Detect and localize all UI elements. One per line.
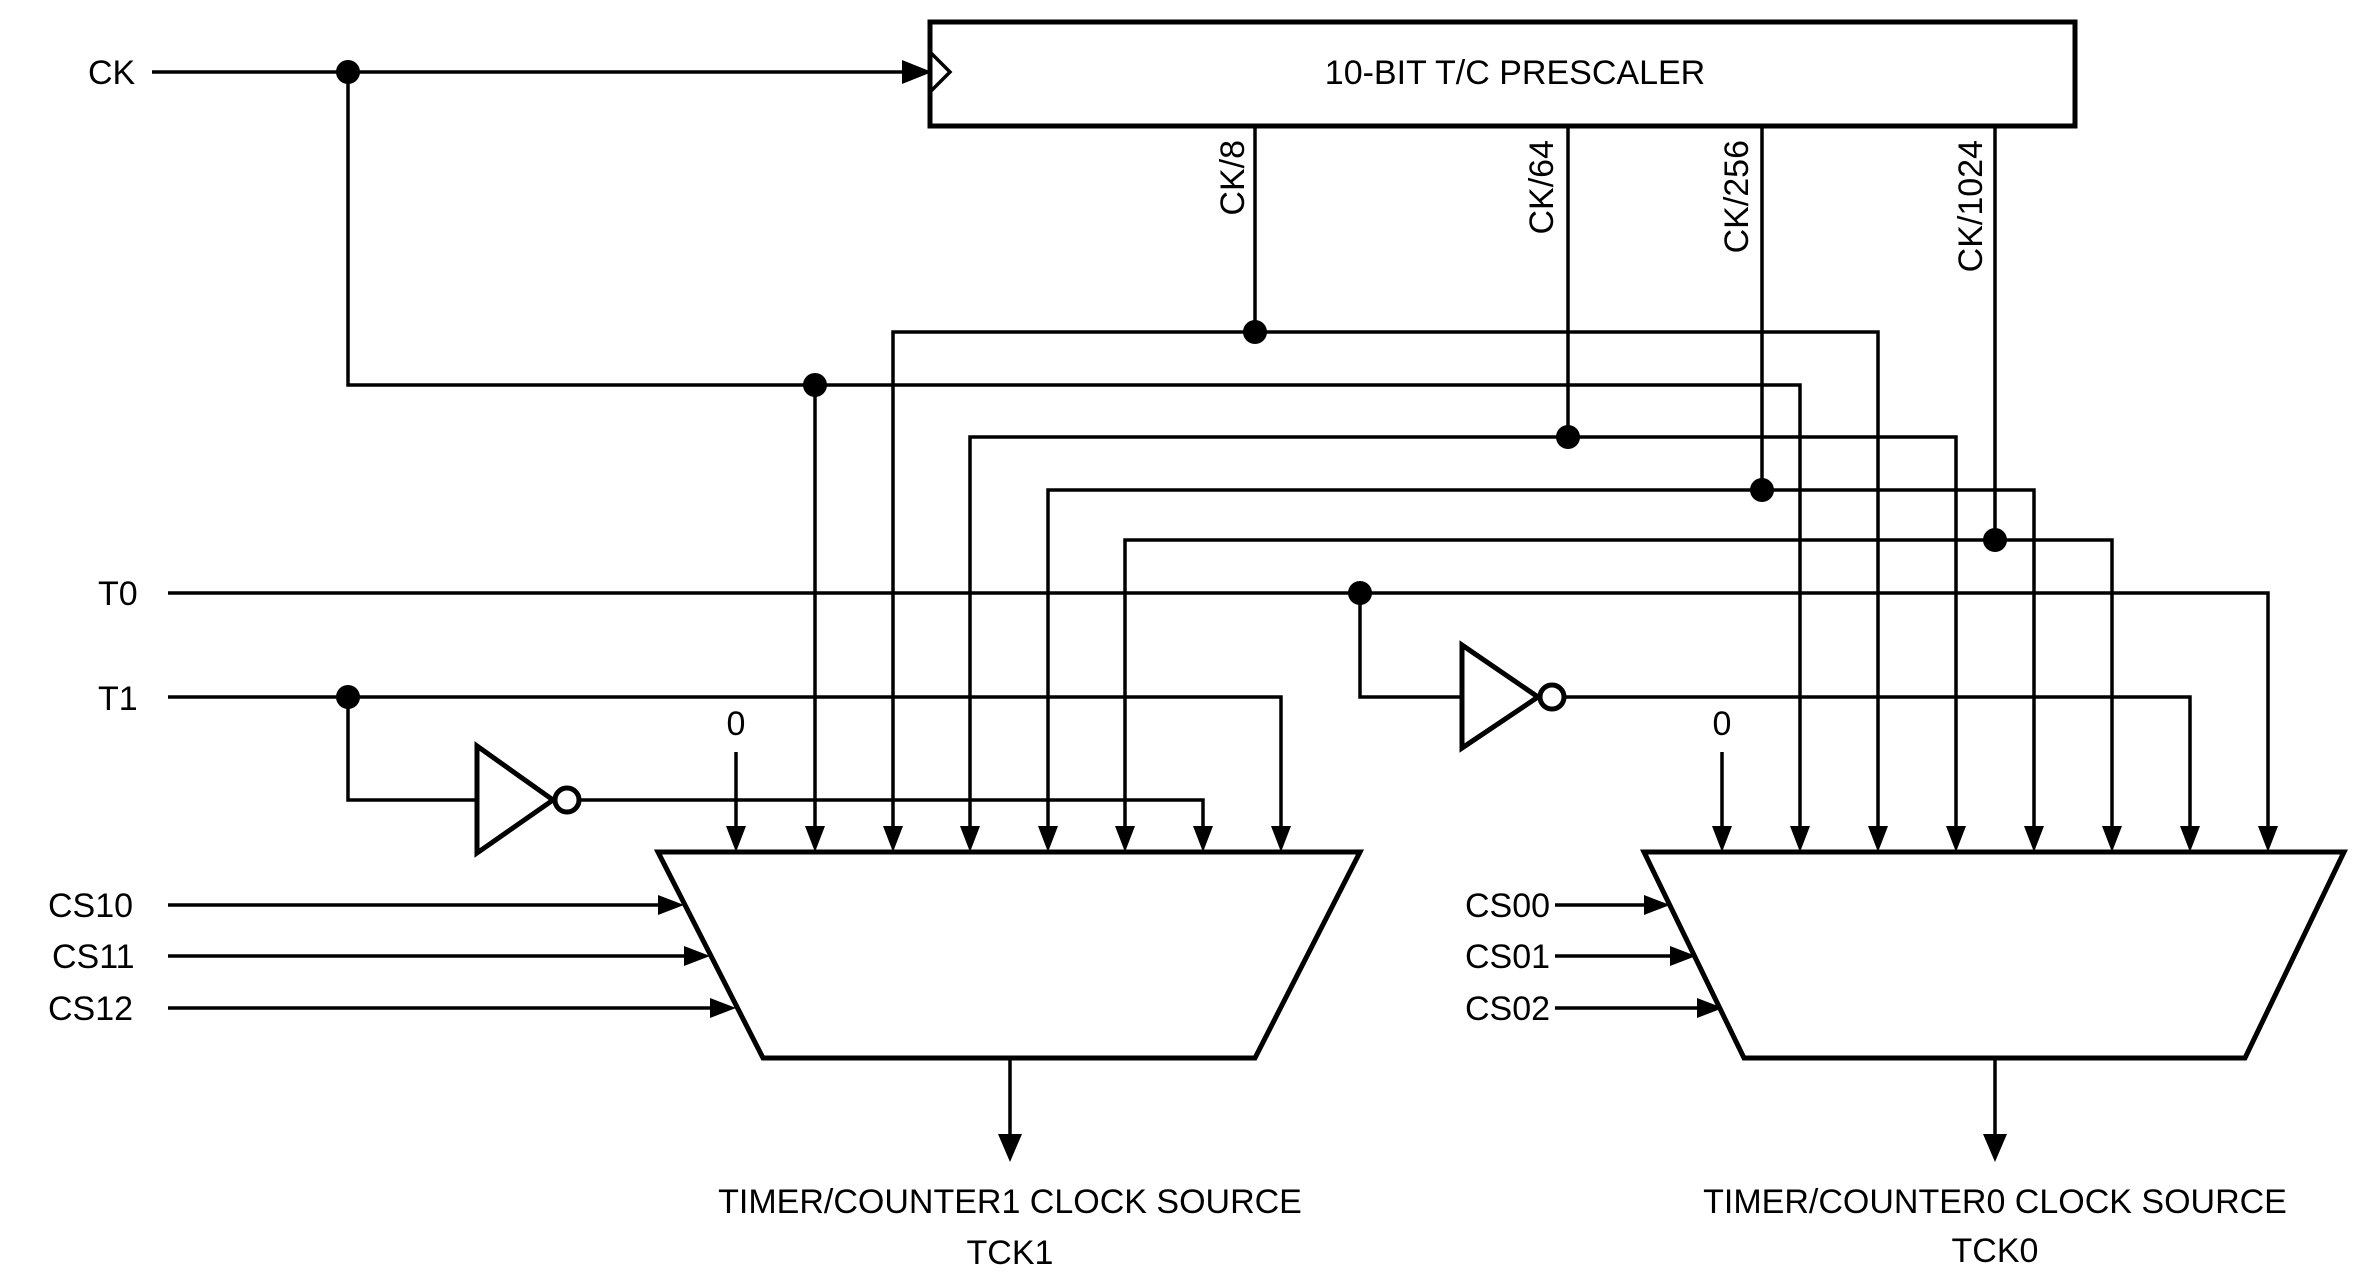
t0-net [168,581,2270,838]
select-label-cs00: CS00 [1465,887,1550,925]
t0-inverter [1459,640,1543,753]
ck1024-net [1123,126,2114,838]
ck8-net [891,126,1880,838]
timer0-output-name: TCK0 [1952,1232,2039,1270]
ck64-net [968,126,1958,838]
signal-label-t0: T0 [98,575,138,613]
tap-label-ck1024: CK/1024 [1952,140,1990,272]
mux0-output [1983,1058,2007,1162]
select-label-cs11: CS11 [52,938,135,976]
select-label-cs01: CS01 [1465,938,1550,976]
mux0-input-arrows [1712,826,2278,852]
tap-label-ck8: CK/8 [1214,140,1252,216]
mux1-select-wires [168,895,736,1018]
mux1-output [998,1058,1022,1162]
ck-wires [152,60,1802,838]
timer0-clock-mux [1640,849,2348,1061]
mux1-input-arrows [726,826,1291,852]
timer0-output-label: TIMER/COUNTER0 CLOCK SOURCE [1703,1183,2287,1221]
mux0-select-wires [1555,895,1723,1018]
t1-net [168,685,1283,858]
signal-label-ck: CK [88,54,136,92]
mux1-zero-label: 0 [727,705,746,743]
timer1-output-name: TCK1 [967,1234,1054,1272]
prescaler-block: 10-BIT T/C PRESCALER [927,19,2078,129]
mux0-zero-label: 0 [1713,705,1732,743]
select-label-cs12: CS12 [48,990,133,1028]
tap-label-ck64: CK/64 [1523,140,1561,235]
prescaler-label: 10-BIT T/C PRESCALER [1325,54,1705,92]
timer1-clock-mux [653,849,1365,1061]
t1-inverter [474,741,558,858]
select-label-cs10: CS10 [48,887,133,925]
tap-label-ck256: CK/256 [1718,140,1756,253]
ck256-net [1046,126,2036,838]
signal-label-t1: T1 [98,680,138,718]
timer1-output-label: TIMER/COUNTER1 CLOCK SOURCE [718,1183,1302,1221]
select-label-cs02: CS02 [1465,990,1550,1028]
